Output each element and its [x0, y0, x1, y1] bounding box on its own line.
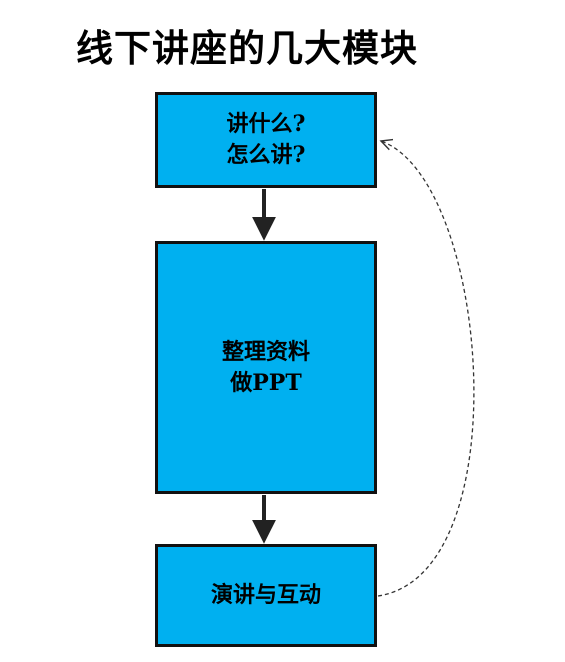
module-box-speech: 演讲与互动 — [155, 544, 377, 647]
module-box-what-how: 讲什么? 怎么讲? — [155, 92, 377, 188]
box-label-line: 怎么讲? — [226, 142, 306, 168]
feedback-arrow-box3-to-box1 — [377, 141, 475, 597]
box-label-line: 做PPT — [230, 369, 302, 396]
box-label-line: 讲什么? — [226, 111, 306, 138]
box-label-line: 整理资料 — [221, 338, 310, 365]
diagram-title: 线下讲座的几大模块 — [76, 27, 418, 70]
module-box-prepare: 整理资料 做PPT — [155, 241, 377, 494]
box-label-line: 演讲与互动 — [210, 582, 321, 609]
